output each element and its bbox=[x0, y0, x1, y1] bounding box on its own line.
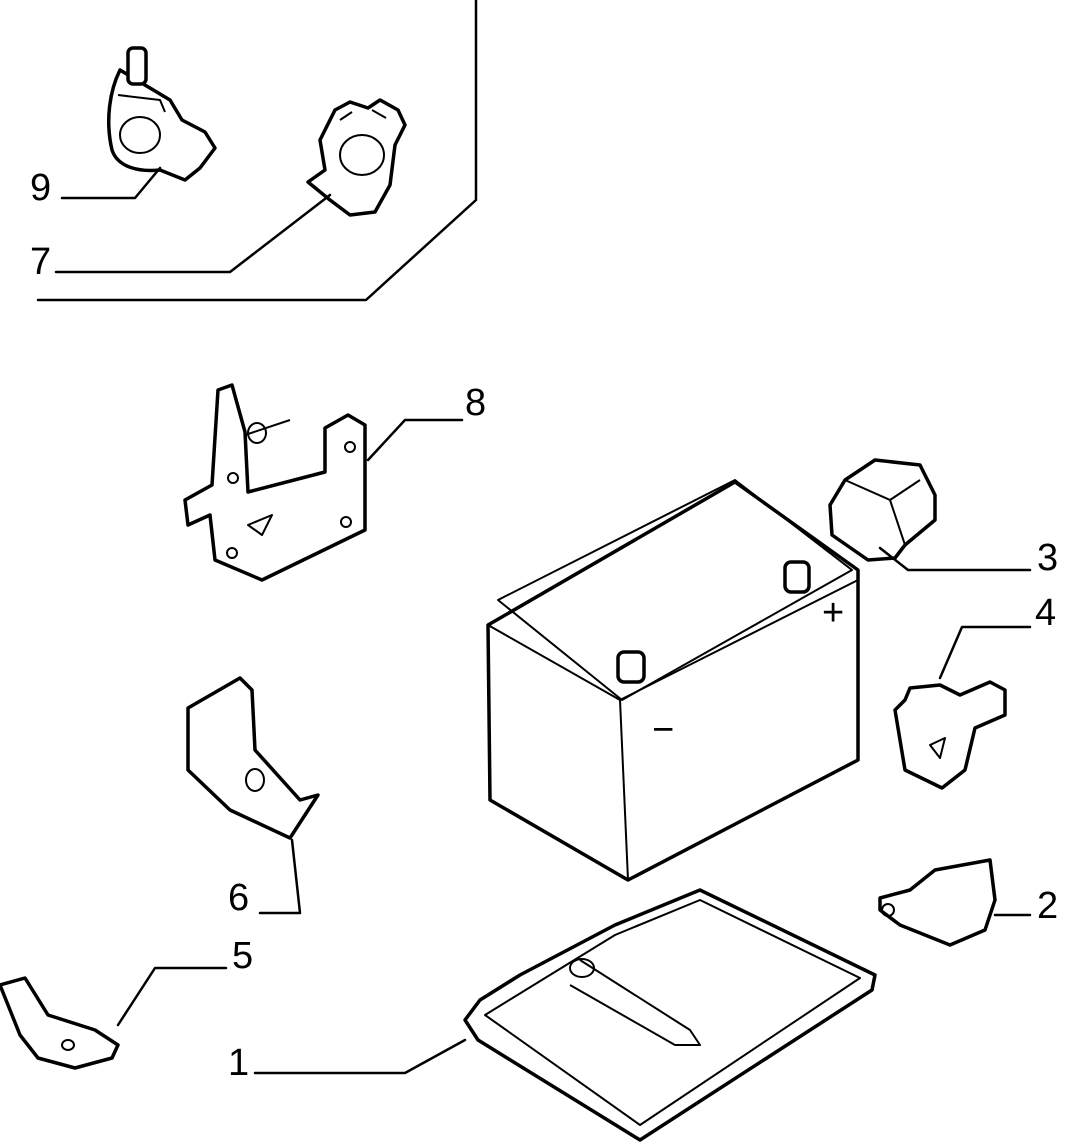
battery[interactable]: + − bbox=[486, 479, 860, 882]
callout-4[interactable]: 4 bbox=[1035, 592, 1056, 634]
part-9-terminal-clamp[interactable] bbox=[107, 46, 217, 182]
part-4-bracket[interactable] bbox=[893, 680, 1007, 790]
callout-1[interactable]: 1 bbox=[228, 1042, 249, 1084]
part-2-clamp-plate[interactable] bbox=[878, 858, 997, 947]
part-1-battery-tray[interactable] bbox=[463, 888, 877, 1142]
callout-9[interactable]: 9 bbox=[30, 167, 51, 209]
positive-terminal-symbol: + bbox=[822, 592, 844, 634]
negative-terminal-symbol: − bbox=[652, 709, 674, 751]
callout-6[interactable]: 6 bbox=[228, 877, 249, 919]
part-8-bracket[interactable] bbox=[183, 383, 367, 582]
callout-2[interactable]: 2 bbox=[1037, 885, 1058, 927]
callout-8[interactable]: 8 bbox=[465, 382, 486, 424]
callout-3[interactable]: 3 bbox=[1037, 537, 1058, 579]
callout-7[interactable]: 7 bbox=[30, 241, 51, 283]
part-6-bracket[interactable] bbox=[186, 676, 320, 840]
leader-lines bbox=[54, 166, 1032, 1075]
part-7-terminal-clamp[interactable] bbox=[306, 98, 407, 217]
part-3-terminal-cover[interactable] bbox=[828, 458, 937, 562]
callout-5[interactable]: 5 bbox=[232, 935, 253, 977]
part-5-hold-down-plate[interactable] bbox=[0, 976, 120, 1070]
callout-labels: 9 7 8 3 4 2 6 5 1 bbox=[30, 167, 1058, 1084]
inset-frame bbox=[36, 0, 478, 302]
